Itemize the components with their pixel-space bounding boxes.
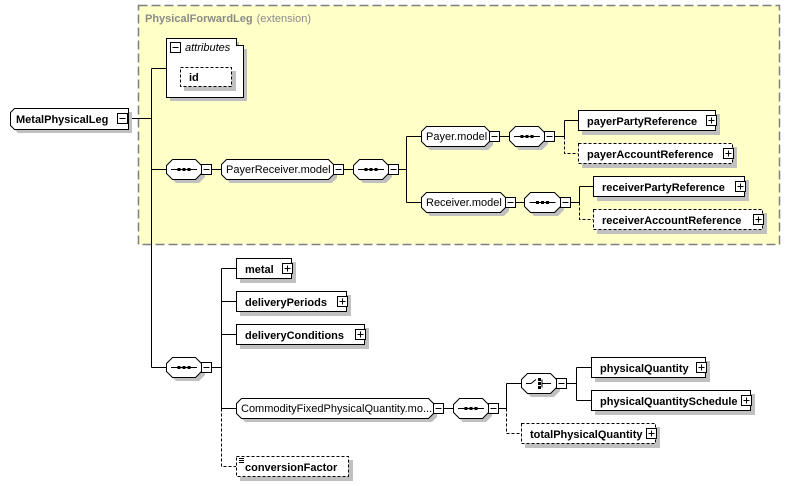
- expand-toggle[interactable]: [741, 395, 752, 406]
- root-element-label: MetalPhysicalLeg: [16, 114, 108, 126]
- element-label: payerAccountReference: [587, 149, 714, 161]
- element-label: totalPhysicalQuantity: [530, 429, 643, 441]
- expand-toggle[interactable]: [355, 329, 366, 340]
- sequence-icon: [458, 407, 484, 410]
- element-label: physicalQuantity: [600, 363, 690, 375]
- sequence-node[interactable]: [353, 159, 399, 184]
- expand-toggle[interactable]: [337, 296, 348, 307]
- attribute-id-label: id: [189, 72, 199, 84]
- group-label: Payer.model: [426, 131, 487, 143]
- element-payerAccountReference[interactable]: payerAccountReference: [578, 143, 738, 169]
- group-collapse-toggle[interactable]: [333, 164, 344, 175]
- sequence-node[interactable]: [166, 159, 212, 184]
- element-physicalQuantitySchedule[interactable]: physicalQuantitySchedule: [591, 390, 756, 416]
- element-label: receiverAccountReference: [602, 215, 741, 227]
- group-label: PayerReceiver.model: [226, 164, 331, 176]
- expand-toggle[interactable]: [753, 214, 764, 225]
- group-collapse-toggle[interactable]: [489, 131, 500, 142]
- root-element[interactable]: MetalPhysicalLeg: [10, 108, 133, 134]
- sequence-node[interactable]: [524, 192, 571, 217]
- choice-collapse-toggle[interactable]: [556, 378, 567, 389]
- choice-node[interactable]: [521, 373, 567, 398]
- connectors: [128, 68, 593, 467]
- element-label: receiverPartyReference: [602, 182, 725, 194]
- sequence-node[interactable]: [166, 357, 212, 382]
- choice-icon: [526, 378, 551, 389]
- sequence-node[interactable]: [453, 398, 499, 423]
- expand-toggle[interactable]: [282, 263, 293, 274]
- simple-content-icon: [239, 458, 244, 463]
- sequence-icon: [171, 168, 197, 171]
- sequence-collapse-toggle[interactable]: [201, 164, 212, 175]
- root-collapse-toggle[interactable]: [117, 113, 128, 124]
- sequence-collapse-toggle[interactable]: [388, 164, 399, 175]
- element-receiverAccountReference[interactable]: receiverAccountReference: [593, 209, 768, 235]
- group-collapse-toggle[interactable]: [505, 197, 516, 208]
- group-node[interactable]: Receiver.model: [421, 192, 516, 217]
- sequence-icon: [514, 135, 540, 138]
- group-node[interactable]: CommodityFixedPhysicalQuantity.mo...: [236, 398, 444, 423]
- expand-toggle[interactable]: [735, 181, 746, 192]
- attributes-label: attributes: [185, 42, 231, 54]
- element-label: deliveryConditions: [245, 330, 344, 342]
- sequence-collapse-toggle[interactable]: [560, 197, 571, 208]
- element-label: conversionFactor: [245, 462, 338, 474]
- element-payerPartyReference[interactable]: payerPartyReference: [578, 110, 721, 136]
- sequence-icon: [529, 201, 556, 204]
- element-totalPhysicalQuantity[interactable]: totalPhysicalQuantity: [521, 423, 661, 449]
- element-deliveryPeriods[interactable]: deliveryPeriods: [236, 291, 352, 317]
- sequence-collapse-toggle[interactable]: [544, 131, 555, 142]
- expand-toggle[interactable]: [723, 148, 734, 159]
- attribute-id[interactable]: [180, 67, 232, 87]
- expand-toggle[interactable]: [706, 115, 717, 126]
- element-label: payerPartyReference: [587, 116, 697, 128]
- group-node[interactable]: PayerReceiver.model: [221, 159, 344, 184]
- sequence-node[interactable]: [509, 126, 555, 151]
- group-label: CommodityFixedPhysicalQuantity.mo...: [241, 403, 432, 415]
- group-node[interactable]: Payer.model: [421, 126, 500, 151]
- element-label: physicalQuantitySchedule: [600, 396, 738, 408]
- sequence-collapse-toggle[interactable]: [201, 362, 212, 373]
- group-label: Receiver.model: [426, 197, 502, 209]
- element-receiverPartyReference[interactable]: receiverPartyReference: [593, 176, 750, 202]
- expand-toggle[interactable]: [646, 428, 657, 439]
- element-label: deliveryPeriods: [245, 297, 327, 309]
- element-conversionFactor[interactable]: conversionFactor: [236, 456, 354, 482]
- element-deliveryConditions[interactable]: deliveryConditions: [236, 324, 370, 350]
- extension-title: PhysicalForwardLeg(extension): [145, 13, 311, 25]
- element-metal[interactable]: metal: [236, 258, 297, 284]
- attributes-collapse-toggle[interactable]: [170, 42, 181, 53]
- element-physicalQuantity[interactable]: physicalQuantity: [591, 357, 711, 383]
- element-label: metal: [245, 264, 274, 276]
- sequence-icon: [171, 366, 197, 369]
- sequence-icon: [358, 168, 384, 171]
- attributes-group: attributes id: [166, 38, 247, 101]
- expand-toggle[interactable]: [696, 362, 707, 373]
- group-collapse-toggle[interactable]: [433, 403, 444, 414]
- sequence-collapse-toggle[interactable]: [488, 403, 499, 414]
